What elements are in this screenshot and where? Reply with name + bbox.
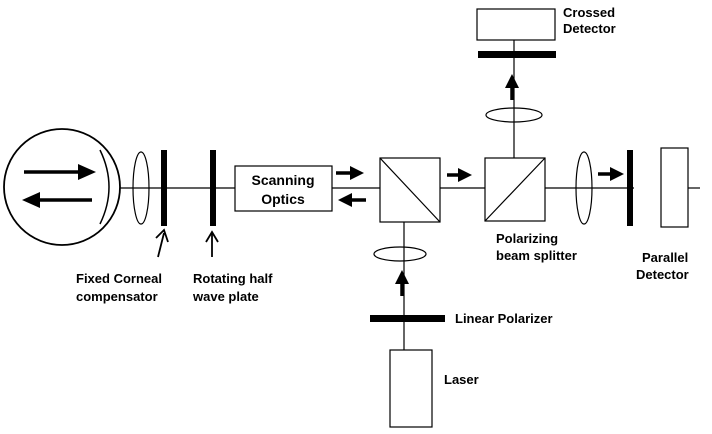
compensator-pointer-arrow (155, 228, 169, 258)
polarizing-beam-splitter-label-2: beam splitter (496, 248, 577, 263)
arrow-left-icon (338, 193, 366, 207)
arrow-right-icon (447, 168, 472, 182)
eye-icon (3, 128, 121, 246)
lens-parallel-path (575, 151, 593, 225)
crossed-analyzer-plate (478, 51, 556, 58)
scanning-optics-label-1: Scanning (251, 172, 314, 188)
crossed-detector-label-2: Detector (563, 21, 616, 36)
half-wave-plate-pointer-arrow (205, 230, 219, 257)
polarizing-beam-splitter-label-1: Polarizing (496, 231, 558, 246)
fixed-corneal-compensator (161, 150, 167, 226)
linear-polarizer (370, 315, 445, 322)
rotating-hwp-label-2: wave plate (192, 289, 259, 304)
fixed-corneal-label-1: Fixed Corneal (76, 271, 162, 286)
lens-crossed-path (485, 107, 543, 123)
arrow-right-icon (598, 167, 624, 181)
lens-laser-path (373, 246, 427, 262)
polarizing-beam-splitter (484, 157, 546, 222)
rotating-hwp-label-1: Rotating half (193, 271, 273, 286)
linear-polarizer-label: Linear Polarizer (455, 311, 553, 326)
laser-box (389, 349, 433, 428)
crossed-detector-label-1: Crossed (563, 5, 615, 20)
laser-label: Laser (444, 372, 479, 387)
fixed-corneal-label-2: compensator (76, 289, 158, 304)
parallel-detector-label-2: Detector (636, 267, 689, 282)
arrow-right-icon (336, 166, 364, 180)
beam-splitter-cube (379, 157, 441, 223)
arrow-up-icon (395, 270, 409, 296)
parallel-analyzer-plate (627, 150, 633, 226)
parallel-detector-box (660, 147, 689, 228)
scanning-optics-box (234, 165, 333, 212)
rotating-half-wave-plate (210, 150, 216, 226)
crossed-detector-box (476, 8, 556, 41)
arrow-up-icon (505, 74, 519, 100)
lens-near-eye (132, 151, 150, 225)
parallel-detector-label-1: Parallel (642, 250, 688, 265)
scanning-optics-label-2: Optics (261, 191, 305, 207)
